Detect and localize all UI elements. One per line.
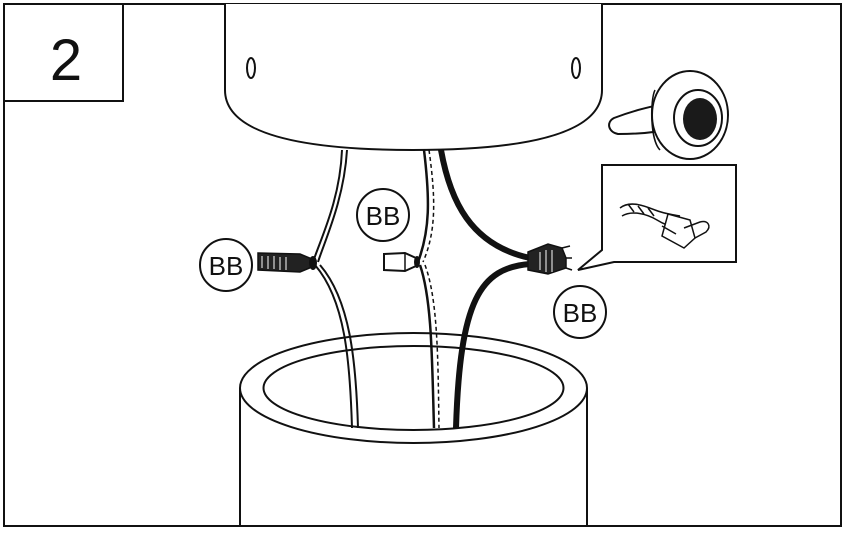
bb-label-left: BB — [199, 238, 253, 292]
svg-text:BB: BB — [563, 298, 598, 328]
mounting-hole-right — [571, 57, 581, 79]
wire-ground — [416, 149, 440, 429]
electrical-tape-icon — [608, 70, 729, 160]
wire-nut-left — [257, 252, 317, 273]
wire-black — [438, 149, 531, 429]
wire-white — [312, 149, 359, 429]
wire-nut-right — [527, 243, 573, 275]
canopy-housing — [224, 4, 603, 152]
twisted-wire-connector-icon — [619, 203, 710, 249]
svg-text:BB: BB — [209, 251, 244, 281]
pipe — [239, 332, 588, 526]
svg-text:BB: BB — [366, 201, 401, 231]
wire-nut-center — [383, 251, 420, 273]
step-number: 2 — [50, 28, 82, 93]
detail-callout — [577, 164, 737, 271]
mounting-hole-left — [246, 57, 256, 79]
step-number-box: 2 — [3, 3, 124, 102]
bb-label-right: BB — [553, 285, 607, 339]
bb-label-center: BB — [356, 188, 410, 242]
